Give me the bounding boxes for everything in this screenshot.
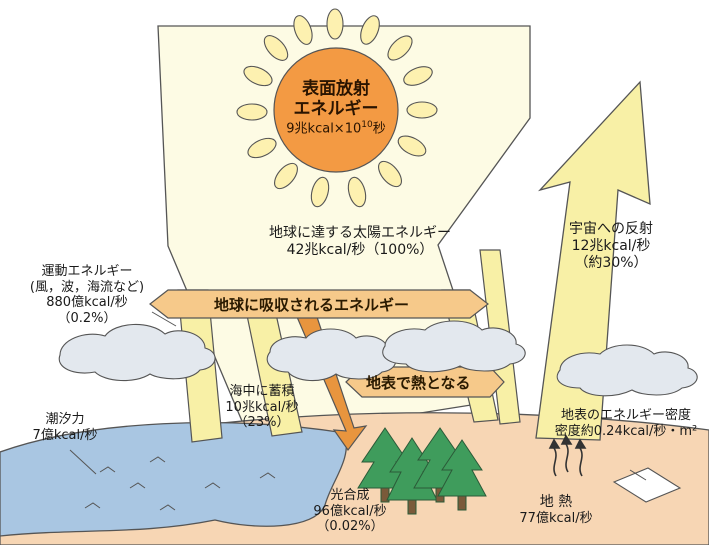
reflection-label: 宇宙への反射 12兆kcal/秒 （約30%） (556, 221, 666, 271)
absorbed-energy-label: 地球に吸収されるエネルギー (214, 296, 410, 314)
photosynthesis-line2: 96億kcal/秒 (313, 503, 387, 519)
tree-4 (437, 439, 487, 511)
sun-label-line1: 表面放射 (302, 79, 370, 99)
photosynthesis-line1: 光合成 (330, 488, 370, 503)
ocean-line3: （23%） (234, 415, 290, 431)
surface-heat-label: 地表で熱となる (366, 374, 471, 392)
ocean-line2: 10兆kcal/秒 (225, 399, 299, 415)
kinetic-line4: （0.2%） (57, 310, 117, 326)
reflection-line1: 宇宙への反射 (569, 221, 653, 237)
tide-line1: 潮汐力 (45, 412, 85, 427)
tide-leader-line (69, 449, 97, 475)
sun-label-line2: エネルギー (293, 99, 379, 120)
kinetic-leader-line (151, 311, 177, 327)
geothermal-arrows (548, 434, 587, 477)
ocean-storage-label: 海中に蓄積 10兆kcal/秒 （23%） (212, 384, 312, 431)
cloud-right (382, 320, 526, 373)
sun-label: 表面放射 エネルギー 9兆kcal×1010秒 (276, 79, 396, 137)
density-line1: 地表のエネルギー密度 (560, 408, 691, 423)
geothermal-label: 地 熱 77億kcal/秒 (506, 494, 606, 526)
geothermal-line1: 地 熱 (539, 494, 573, 510)
photosynthesis-label: 光合成 96億kcal/秒 （0.02%） (300, 488, 400, 535)
incoming-solar-line2: 42兆kcal/秒（100%） (286, 241, 434, 258)
absorbed-energy-band (149, 289, 489, 319)
tide-label: 潮汐力 7億kcal/秒 (20, 412, 110, 443)
incoming-solar-label: 地球に達する太陽エネルギー 42兆kcal/秒（100%） (250, 225, 470, 259)
density-line2: 密度約0.24kcal/秒・m² (554, 423, 698, 439)
forest (357, 427, 487, 515)
sea-waves (84, 456, 276, 511)
kinetic-line3: 880億kcal/秒 (46, 295, 128, 311)
reflection-arrow (535, 80, 651, 441)
geothermal-line2: 77億kcal/秒 (519, 510, 593, 526)
cloud-far-right (556, 344, 698, 397)
reflection-line3: （約30%） (574, 254, 648, 271)
density-leader-line (629, 469, 647, 481)
sun-label-line3: 9兆kcal×1010秒 (286, 119, 386, 137)
sun (273, 47, 399, 173)
density-unit-square (612, 467, 682, 503)
reflection-line2: 12兆kcal/秒 (571, 237, 651, 254)
ocean-line1: 海中に蓄積 (229, 384, 295, 399)
kinetic-line1: 運動エネルギー (41, 264, 133, 279)
sun-rays (236, 8, 438, 208)
energy-density-label: 地表のエネルギー密度 密度約0.24kcal/秒・m² (548, 408, 704, 439)
incoming-solar-line1: 地球に達する太陽エネルギー (269, 225, 451, 241)
kinetic-line2: (風，波，海流など) (29, 279, 145, 295)
kinetic-energy-label: 運動エネルギー (風，波，海流など) 880億kcal/秒 （0.2%） (12, 264, 162, 326)
cloud-left (58, 323, 216, 382)
tide-line2: 7億kcal/秒 (32, 427, 98, 443)
sea (0, 422, 347, 537)
photosynthesis-line3: （0.02%） (316, 519, 384, 535)
